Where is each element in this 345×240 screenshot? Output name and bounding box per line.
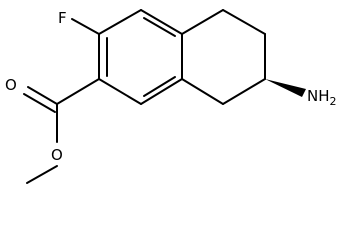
chemical-structure-canvas: F O O NH2 xyxy=(5,9,337,184)
ester-group xyxy=(23,78,100,184)
molecule-diagram: F O O NH2 xyxy=(5,9,337,184)
bond-c3-c4 xyxy=(140,78,183,105)
aromatic-ring xyxy=(98,9,183,105)
bond-c1-c2 xyxy=(140,9,183,35)
saturated-ring xyxy=(181,9,266,105)
amine-subscript: 2 xyxy=(330,95,337,108)
bond-c6-c1 xyxy=(98,9,142,35)
bond-carbonyl-double-2 xyxy=(23,93,56,113)
amine-label: NH2 xyxy=(307,87,337,108)
bond-ring-carbonyl xyxy=(56,78,100,105)
wedge-bond-amine xyxy=(265,79,306,97)
bond-c4-c5 xyxy=(98,78,142,105)
bond-c2-c7 xyxy=(181,9,224,35)
ester-oxygen-label: O xyxy=(51,146,63,164)
double-bond-inner-bottom xyxy=(143,76,176,97)
bond-oxygen-methyl xyxy=(26,165,58,184)
bond-c-f xyxy=(71,18,100,35)
bond-c9-c10 xyxy=(222,78,266,105)
bond-c7-c8 xyxy=(222,9,266,35)
bond-carbonyl-double-1 xyxy=(27,86,58,105)
bond-c10-c3 xyxy=(181,78,224,105)
amine-prefix: NH xyxy=(307,87,330,105)
carbonyl-oxygen-label: O xyxy=(5,76,17,94)
double-bond-inner-top xyxy=(143,17,176,37)
fluorine-label: F xyxy=(58,9,67,27)
